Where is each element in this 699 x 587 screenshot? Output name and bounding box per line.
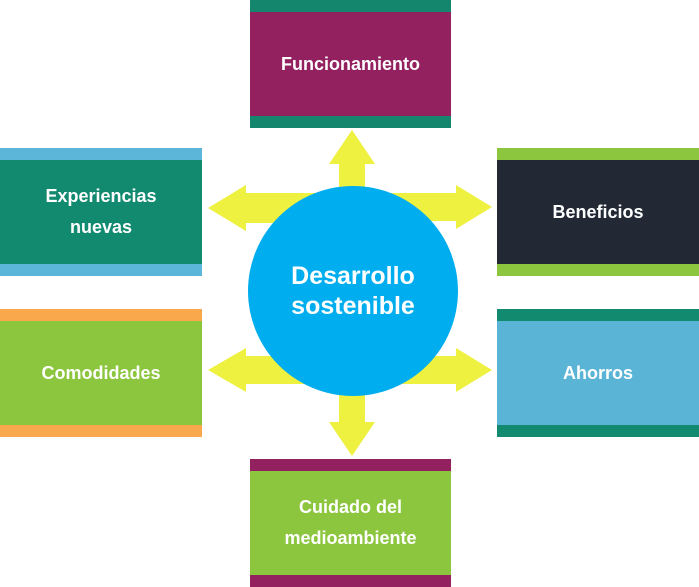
box-cuidado-medioambiente: Cuidado del medioambiente bbox=[250, 459, 451, 587]
box-experiencias-line1: Experiencias bbox=[45, 186, 157, 206]
box-cuidado-line2: medioambiente bbox=[284, 528, 417, 548]
box-experiencias-line2: nuevas bbox=[69, 217, 133, 237]
box-funcionamiento: Funcionamiento bbox=[250, 0, 451, 128]
box-comodidades: Comodidades bbox=[0, 309, 202, 437]
box-comodidades-label: Comodidades bbox=[41, 362, 161, 383]
box-ahorros-label: Ahorros bbox=[562, 362, 633, 383]
box-beneficios-label: Beneficios bbox=[552, 201, 644, 222]
center-title-line2: sostenible bbox=[291, 292, 415, 320]
box-experiencias-nuevas: Experiencias nuevas bbox=[0, 148, 202, 276]
box-cuidado-line1: Cuidado del bbox=[299, 497, 402, 517]
box-funcionamiento-label: Funcionamiento bbox=[281, 53, 420, 74]
center-circle: Desarrollo sostenible bbox=[248, 186, 458, 396]
box-ahorros: Ahorros bbox=[497, 309, 699, 437]
center-title-line1: Desarrollo bbox=[291, 262, 415, 290]
box-beneficios: Beneficios bbox=[497, 148, 699, 276]
